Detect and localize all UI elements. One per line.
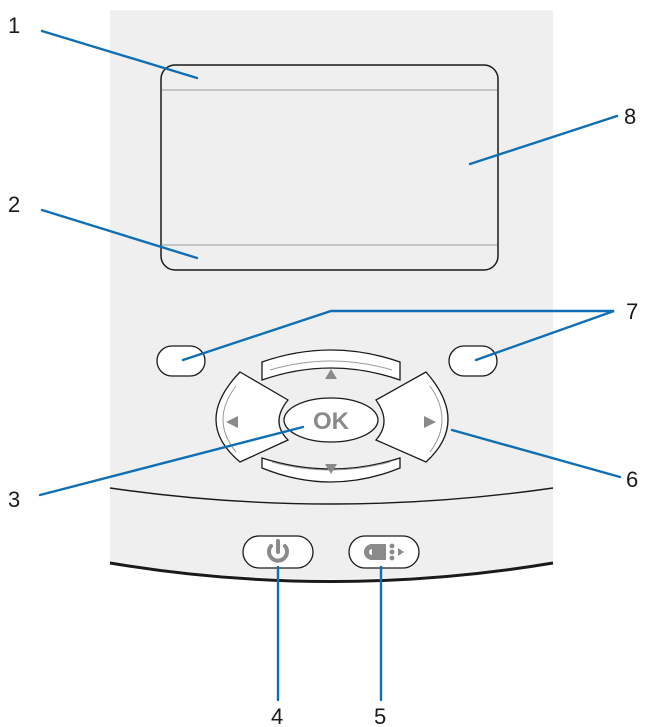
leader-line-1: [40, 29, 199, 80]
callout-3: 3: [8, 487, 20, 512]
ok-button-label: OK: [313, 408, 350, 435]
left-arrow-button[interactable]: [215, 371, 290, 463]
panel-bottom-edge: [109, 561, 554, 583]
arrow-left-icon: [226, 416, 238, 428]
right-arrow-button[interactable]: [374, 371, 449, 463]
arrow-down-icon: [325, 464, 337, 474]
leader-line-3: [38, 425, 305, 497]
callout-6: 6: [626, 467, 638, 492]
power-button[interactable]: [242, 535, 314, 569]
callout-8: 8: [624, 104, 636, 129]
up-arrow-button[interactable]: [261, 349, 401, 381]
down-arrow-button[interactable]: [261, 457, 401, 483]
display-screen: [160, 64, 499, 271]
leader-line-7: [181, 309, 615, 362]
ok-button[interactable]: OK: [283, 397, 379, 443]
leader-line-6: [450, 428, 622, 479]
callout-2: 2: [8, 192, 20, 217]
arrow-up-icon: [325, 369, 337, 379]
power-icon: [267, 539, 289, 563]
panel-divider-curve: [109, 487, 554, 505]
left-soft-key[interactable]: [156, 345, 206, 377]
feed-icon: [364, 543, 404, 561]
callout-5: 5: [374, 704, 386, 727]
arrow-right-icon: [424, 416, 436, 428]
leader-line-2: [40, 208, 199, 260]
right-soft-key[interactable]: [448, 345, 498, 377]
feed-button[interactable]: [348, 535, 420, 569]
leader-line-8: [468, 114, 619, 166]
callout-4: 4: [271, 704, 283, 727]
callout-7: 7: [626, 299, 638, 324]
callout-1: 1: [8, 13, 20, 38]
